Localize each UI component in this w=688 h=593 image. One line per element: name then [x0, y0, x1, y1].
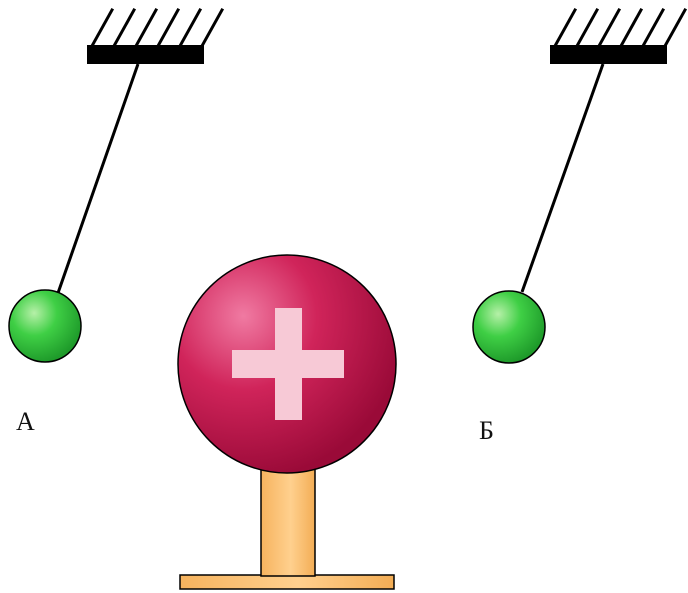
right-ceiling-mount — [550, 7, 688, 64]
left-support-bar — [87, 45, 204, 64]
right-ball-b — [472, 290, 546, 364]
right-hatch-lines — [552, 7, 688, 49]
ball-a-label: А — [16, 407, 35, 436]
stand-base — [179, 574, 395, 590]
right-thread — [520, 63, 605, 293]
left-hatch-lines — [89, 7, 225, 49]
left-thread — [56, 63, 140, 294]
stand-post — [260, 457, 316, 577]
ball-b-label: Б — [479, 416, 494, 445]
plus-sign-icon — [232, 308, 344, 420]
left-ball-a — [8, 289, 82, 363]
left-ceiling-mount — [87, 7, 225, 64]
right-support-bar — [550, 45, 667, 64]
sphere-stand — [179, 457, 395, 590]
charged-sphere — [177, 254, 397, 474]
